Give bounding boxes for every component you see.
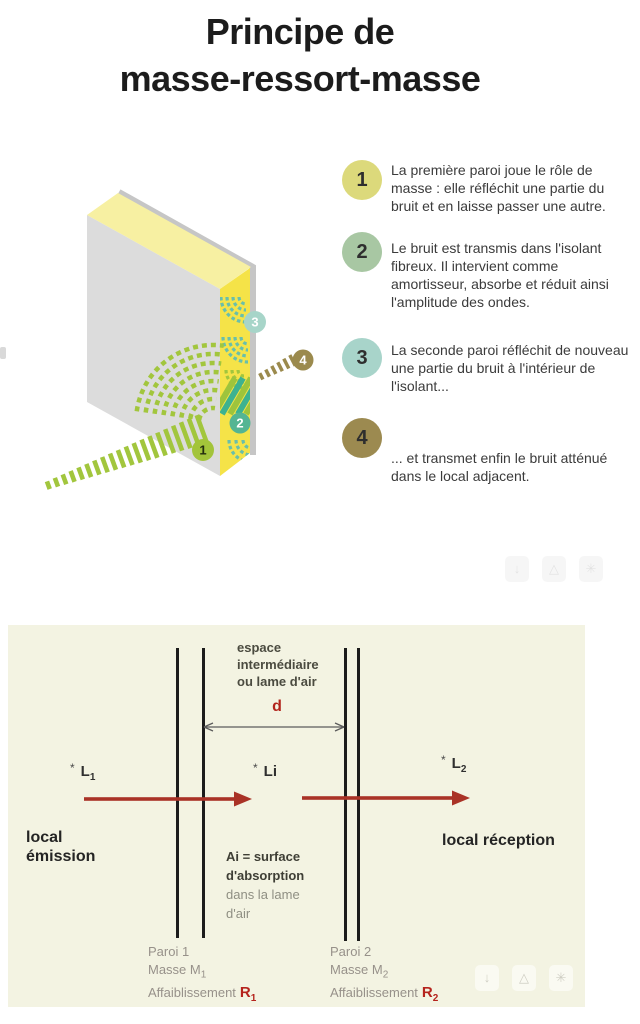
step-1-text: La première paroi joue le rôle de masse … — [391, 162, 606, 214]
ghost-share-icon: ✳ — [549, 965, 573, 991]
transmitted-wave — [258, 354, 297, 381]
step-item-4: 4 ... et transmet enfin le bruit atténué… — [342, 418, 634, 485]
wall-top-face — [87, 193, 251, 289]
page-title: Principe de masse-ressort-masse — [0, 8, 600, 102]
ghost-download-icon: ↓ — [505, 556, 529, 582]
page-title-line2: masse-ressort-masse — [119, 58, 481, 99]
wall-insulation-face — [220, 268, 250, 476]
step-4-circle: 4 — [342, 418, 382, 458]
badge-2: 2 — [229, 412, 251, 434]
dimension-arrow — [203, 722, 345, 732]
wall-front-face — [87, 215, 220, 476]
ghost-recycle-icon: △ — [512, 965, 536, 991]
svg-text:4: 4 — [299, 353, 307, 368]
insulation-stripes — [220, 376, 250, 416]
step-2-text: Le bruit est transmis dans l'isolant fib… — [391, 240, 609, 310]
reception-room-label: local réception — [442, 832, 555, 849]
ghost-icon-row-bottom: ↓ △ ✳ — [475, 965, 573, 991]
paroi-1-line-b — [202, 648, 205, 938]
svg-text:1: 1 — [199, 443, 206, 458]
distance-label: d — [272, 698, 282, 715]
edge-artifact — [0, 347, 6, 359]
wall-illustration: 1 2 3 4 — [0, 189, 314, 490]
step-3-circle: 3 — [342, 338, 382, 378]
sound-arrow-reception — [302, 790, 470, 806]
step-item-1: 1 La première paroi joue le rôle de mass… — [342, 160, 634, 215]
level-l1: *L1 — [70, 761, 96, 783]
emission-room-label: local émission — [26, 829, 96, 865]
page-title-line1: Principe de — [205, 11, 395, 52]
level-l2: *L2 — [441, 753, 467, 775]
ghost-icon-row-top: ↓ △ ✳ — [505, 556, 603, 582]
badge-1: 1 — [192, 439, 214, 461]
sound-arrow-emission — [84, 791, 252, 807]
acoustic-diagram-panel: espace intermédiaire ou lame d'air d *L1… — [8, 625, 585, 1007]
step-1-circle: 1 — [342, 160, 382, 200]
step-item-3: 3 La seconde paroi réfléchit de nouveau … — [342, 338, 634, 395]
ghost-download-icon: ↓ — [475, 965, 499, 991]
absorption-label: Ai = surface d'absorption dans la lame d… — [226, 849, 305, 921]
paroi-2-line-b — [357, 648, 360, 941]
step-4-text: ... et transmet enfin le bruit atténué d… — [391, 450, 608, 484]
ghost-recycle-icon: △ — [542, 556, 566, 582]
ghost-share-icon: ✳ — [579, 556, 603, 582]
step-2-circle: 2 — [342, 232, 382, 272]
wall-outer-rim — [117, 189, 256, 455]
air-gap-label: espace intermédiaire ou lame d'air — [237, 640, 319, 689]
step-3-text: La seconde paroi réfléchit de nouveau un… — [391, 342, 629, 394]
incident-wave — [44, 414, 210, 490]
paroi-2-line-a — [344, 648, 347, 941]
paroi-1-line-a — [176, 648, 179, 938]
badge-4: 4 — [292, 349, 314, 371]
svg-text:3: 3 — [251, 315, 258, 330]
step-item-2: 2 Le bruit est transmis dans l'isolant f… — [342, 232, 634, 311]
svg-text:2: 2 — [236, 416, 243, 431]
level-li: *Li — [253, 761, 278, 780]
badge-3: 3 — [244, 311, 266, 333]
